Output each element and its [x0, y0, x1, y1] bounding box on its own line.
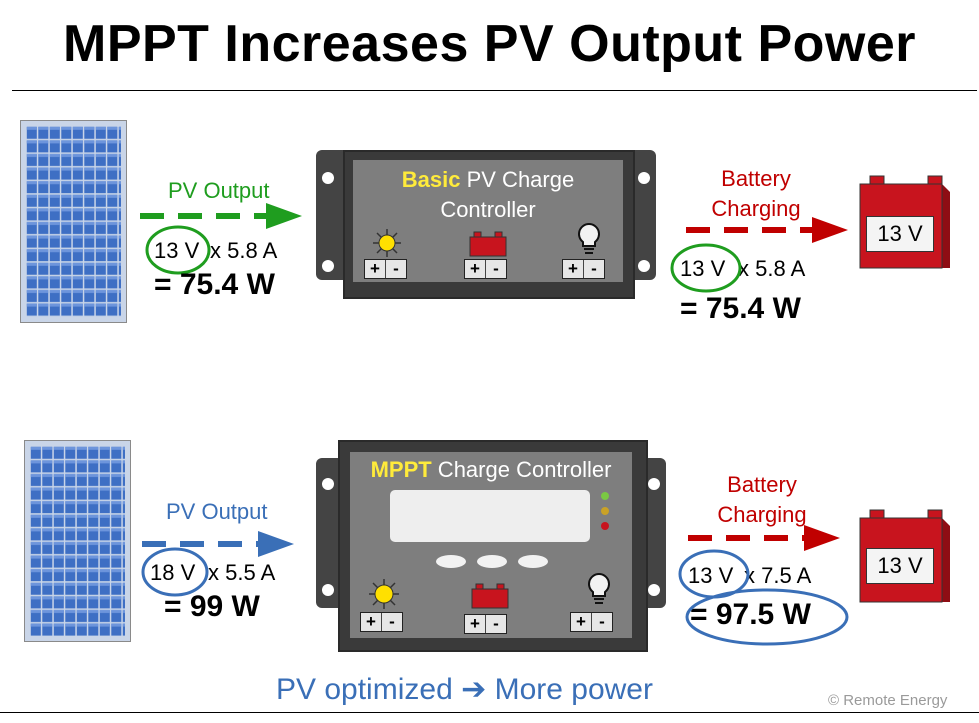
- arrow-right-icon: [686, 217, 848, 243]
- battery-charging-label: Battery Charging: [686, 164, 826, 224]
- battery-voltage: 13 V: [680, 256, 726, 281]
- control-button[interactable]: [436, 555, 466, 568]
- light-bulb-icon: [588, 572, 610, 604]
- battery-label-line2: Charging: [717, 502, 807, 527]
- sun-icon: [369, 579, 399, 609]
- battery-voltage-box: [866, 216, 934, 252]
- battery-voltage-box-label: 13 V: [877, 221, 923, 246]
- light-bulb-icon: [578, 222, 600, 254]
- solar-panel-icon: [20, 120, 127, 323]
- footer-right: More power: [494, 673, 653, 706]
- mounting-hole: [648, 478, 660, 490]
- mounting-hole: [322, 584, 334, 596]
- pv-current: x 5.5 A: [208, 560, 276, 585]
- pv-output-label: PV Output: [168, 178, 270, 203]
- voltage-circle: [670, 243, 742, 293]
- footer-left: PV optimized: [276, 673, 453, 706]
- mounting-hole: [638, 260, 650, 272]
- controller-title-rest: Charge Controller: [431, 457, 612, 482]
- bottom-divider: [0, 712, 979, 713]
- status-led-red: [601, 522, 609, 530]
- sun-icon: [373, 229, 401, 257]
- terminal-pv: +-: [360, 612, 403, 632]
- pv-output-label: PV Output: [166, 499, 268, 524]
- control-button[interactable]: [477, 555, 507, 568]
- mounting-hole: [638, 172, 650, 184]
- terminal-minus: -: [385, 260, 406, 278]
- battery-power: = 75.4 W: [680, 292, 801, 325]
- power-circle: [685, 588, 849, 646]
- controller-title-line2: Controller: [440, 197, 536, 222]
- controller-title: MPPT Charge Controller: [350, 455, 632, 485]
- battery-icon: [469, 231, 507, 257]
- copyright: © Remote Energy: [828, 692, 948, 709]
- controller-title: Basic PV Charge Controller: [353, 165, 623, 225]
- controller-type-highlight: MPPT: [370, 457, 432, 482]
- terminal-load: +-: [562, 259, 605, 279]
- battery-voltage-box: [866, 548, 934, 584]
- status-led-green: [601, 492, 609, 500]
- control-button[interactable]: [518, 555, 548, 568]
- pv-current: x 5.8 A: [210, 238, 278, 263]
- battery-voltage-box-label: 13 V: [877, 553, 923, 578]
- arrow-right-icon: ➔: [461, 673, 487, 706]
- arrow-right-icon: [140, 203, 302, 229]
- battery-current: x 7.5 A: [744, 563, 812, 588]
- solar-panel-icon: [24, 440, 131, 642]
- battery-label-line2: Charging: [711, 196, 801, 221]
- terminal-battery: +-: [464, 259, 507, 279]
- arrow-right-icon: [688, 525, 840, 551]
- pv-voltage: 18 V: [150, 560, 196, 585]
- title-divider: [12, 90, 977, 91]
- battery-label-line1: Battery: [721, 166, 791, 191]
- mounting-hole: [322, 260, 334, 272]
- status-led-yellow: [601, 507, 609, 515]
- terminal-battery: +-: [464, 614, 507, 634]
- mounting-hole: [322, 478, 334, 490]
- terminal-minus: -: [485, 260, 506, 278]
- arrow-right-icon: [142, 531, 294, 557]
- controller-type-highlight: Basic: [401, 167, 461, 192]
- battery-voltage: 13 V: [688, 563, 734, 588]
- terminal-plus: +: [470, 614, 480, 633]
- lcd-display: [390, 490, 590, 542]
- terminal-plus: +: [470, 259, 480, 278]
- pv-voltage: 13 V: [154, 238, 200, 263]
- battery-charging-label: Battery Charging: [692, 470, 832, 530]
- terminal-minus: -: [485, 615, 506, 633]
- mounting-hole: [322, 172, 334, 184]
- battery-label-line1: Battery: [727, 472, 797, 497]
- voltage-circle: [141, 547, 209, 597]
- terminal-plus: +: [568, 259, 578, 278]
- terminal-plus: +: [576, 612, 586, 631]
- terminal-minus: -: [381, 613, 402, 631]
- mounting-hole: [648, 584, 660, 596]
- voltage-circle: [145, 225, 211, 275]
- pv-power: = 99 W: [164, 590, 260, 623]
- terminal-plus: +: [370, 259, 380, 278]
- battery-icon: [471, 583, 509, 609]
- terminal-minus: -: [591, 613, 612, 631]
- terminal-plus: +: [366, 612, 376, 631]
- terminal-minus: -: [583, 260, 604, 278]
- terminal-pv: +-: [364, 259, 407, 279]
- pv-power: = 75.4 W: [154, 268, 275, 301]
- terminal-load: +-: [570, 612, 613, 632]
- page-title: MPPT Increases PV Output Power: [63, 15, 916, 73]
- controller-title-rest: PV Charge: [460, 167, 575, 192]
- battery-current: x 5.8 A: [738, 256, 806, 281]
- footer-caption: PV optimized ➔ More power: [276, 672, 653, 707]
- battery-power: = 97.5 W: [690, 598, 811, 631]
